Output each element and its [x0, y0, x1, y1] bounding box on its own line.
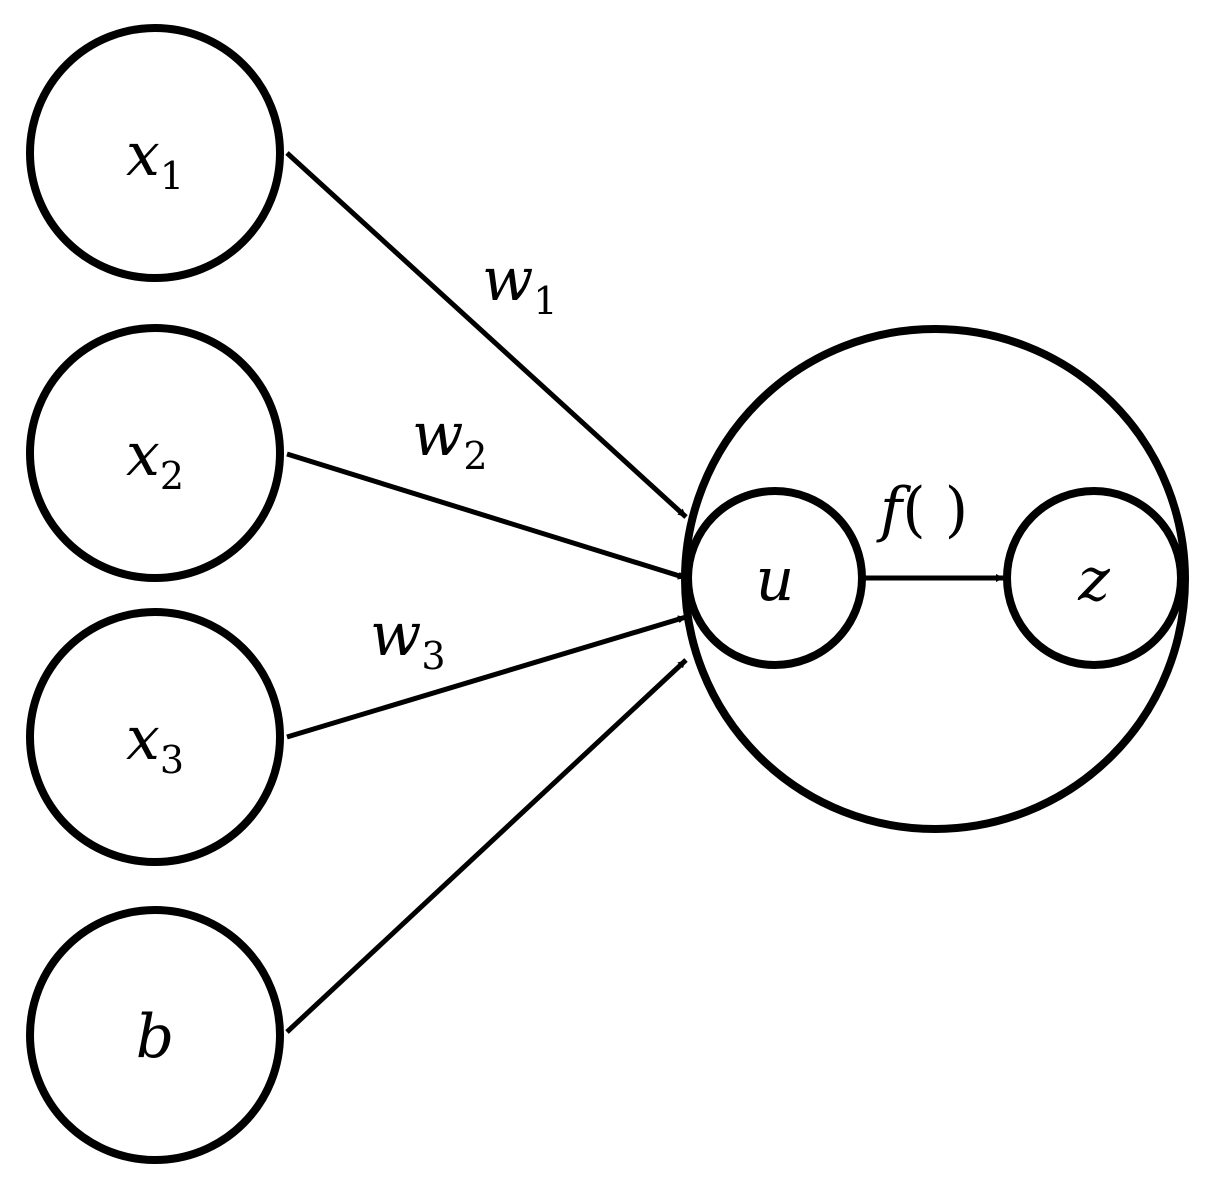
edge-b-to-u	[285, 658, 688, 1034]
bias-node-circle	[26, 906, 284, 1164]
activation-function-label: f( )	[876, 475, 968, 545]
neuron-sum-node-u: u	[684, 487, 866, 669]
bias-node-label: b	[136, 1002, 174, 1072]
input-node-x1: x1	[26, 24, 284, 282]
neuron-output-node-z: z	[1003, 487, 1185, 669]
output-node-circle	[1003, 487, 1185, 669]
input-node-x2-circle	[26, 324, 284, 582]
input-node-x2: x2	[26, 324, 284, 582]
edge-x3-to-u	[286, 614, 687, 740]
weight-label-w1: w1	[482, 245, 558, 323]
input-node-x1-circle	[26, 24, 284, 282]
output-node-label: z	[1077, 545, 1110, 615]
sum-node-label: u	[756, 545, 795, 615]
bias-node-b: b	[26, 906, 284, 1164]
sum-node-circle	[684, 487, 866, 669]
input-node-x3: x3	[26, 608, 284, 866]
input-node-x3-circle	[26, 608, 284, 866]
edge-x1-to-u	[285, 151, 688, 519]
input-node-x3-label: x3	[126, 704, 184, 782]
input-node-x2-label: x2	[126, 420, 184, 498]
input-node-x1-label: x1	[126, 120, 184, 198]
edge-x2-to-u	[286, 451, 687, 581]
weight-label-w2: w2	[412, 400, 488, 478]
weight-label-w3: w3	[370, 600, 446, 678]
